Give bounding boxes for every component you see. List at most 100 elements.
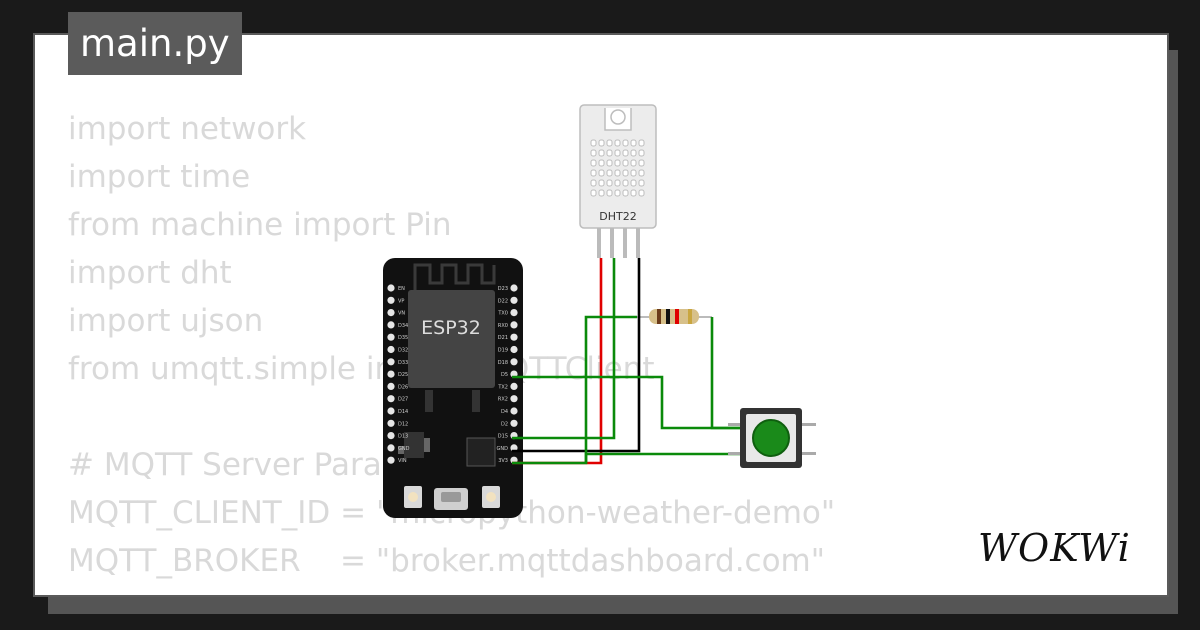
pin-hole bbox=[387, 296, 395, 304]
module-pad bbox=[425, 390, 433, 412]
pin-label: D5 bbox=[501, 372, 508, 378]
grille-slot bbox=[638, 149, 645, 157]
module-pad bbox=[472, 390, 480, 412]
grille-slot bbox=[630, 189, 637, 197]
esp32-module bbox=[408, 290, 495, 388]
grille-slot bbox=[614, 169, 621, 177]
pin-label: D19 bbox=[498, 348, 508, 354]
pin-label: D23 bbox=[498, 286, 508, 292]
grille-slot bbox=[614, 189, 621, 197]
esp32-board[interactable]: ESP32 ENVPVND34D35D32D33D25D26D27D14D12D… bbox=[383, 258, 523, 518]
resistor[interactable] bbox=[637, 309, 712, 324]
pin-hole bbox=[510, 395, 518, 403]
pin-label: D12 bbox=[398, 421, 408, 427]
grille-slot bbox=[614, 159, 621, 167]
grille-slot bbox=[622, 159, 629, 167]
pin-label: EN bbox=[398, 286, 405, 292]
wire-gnd bbox=[512, 258, 641, 453]
grille-slot bbox=[598, 149, 605, 157]
wires bbox=[512, 258, 740, 465]
pin-label: VN bbox=[398, 311, 405, 317]
grille-slot bbox=[598, 169, 605, 177]
grille-slot bbox=[590, 189, 597, 197]
wire-pullup bbox=[584, 315, 637, 463]
push-button[interactable] bbox=[728, 408, 816, 468]
pin-hole bbox=[387, 407, 395, 415]
grille-slot bbox=[614, 139, 621, 147]
resistor-body bbox=[649, 309, 699, 324]
pin-label: VP bbox=[398, 298, 404, 304]
grille-slot bbox=[598, 139, 605, 147]
pin-hole bbox=[510, 419, 518, 427]
grille-slot bbox=[590, 139, 597, 147]
grille-slot bbox=[638, 189, 645, 197]
pin-hole bbox=[387, 456, 395, 464]
pin-label: TX0 bbox=[497, 311, 508, 317]
grille-slot bbox=[622, 179, 629, 187]
pin-label: D13 bbox=[398, 434, 408, 440]
dht22-sensor[interactable]: DHT22 bbox=[579, 104, 657, 258]
pin-label: D25 bbox=[398, 372, 408, 378]
pin-label: D26 bbox=[398, 384, 408, 390]
pin-hole bbox=[387, 358, 395, 366]
pin-hole bbox=[387, 284, 395, 292]
pin-hole bbox=[387, 345, 395, 354]
pin-hole bbox=[510, 321, 518, 329]
pin-label: D4 bbox=[501, 409, 508, 415]
left-pin-header: ENVPVND34D35D32D33D25D26D27D14D12D13GNDV… bbox=[387, 284, 410, 464]
pin-hole bbox=[387, 309, 395, 317]
grille-slot bbox=[606, 179, 613, 187]
pin-label: D34 bbox=[398, 323, 408, 329]
pin-label: GND bbox=[497, 446, 509, 452]
code-line: import network bbox=[68, 111, 307, 147]
wokwi-logo: WOKWi bbox=[978, 526, 1131, 570]
grille-slot bbox=[630, 139, 637, 147]
pin-label: 3V3 bbox=[498, 458, 508, 464]
grille-slot bbox=[606, 159, 613, 167]
wire-vcc bbox=[512, 258, 603, 465]
grille-slot bbox=[638, 179, 645, 187]
pin-hole bbox=[387, 432, 395, 440]
grille-slot bbox=[606, 169, 613, 177]
pin-hole bbox=[510, 382, 518, 390]
grille-slot bbox=[598, 179, 605, 187]
grille-slot bbox=[590, 159, 597, 167]
pin-hole bbox=[387, 382, 395, 390]
grille-slot bbox=[638, 139, 645, 147]
code-line: import ujson bbox=[68, 303, 264, 339]
pin-label: VIN bbox=[398, 458, 407, 464]
file-tab[interactable]: main.py bbox=[68, 12, 242, 75]
pin-label: RX2 bbox=[498, 397, 508, 403]
grille-slot bbox=[638, 169, 645, 177]
grille-slot bbox=[622, 139, 629, 147]
code-line: import dht bbox=[68, 255, 232, 291]
pin-label: D27 bbox=[398, 397, 408, 403]
pin-label: D2 bbox=[501, 421, 508, 427]
pin-hole bbox=[510, 358, 518, 366]
grille-slot bbox=[614, 149, 621, 157]
grille-slot bbox=[630, 169, 637, 177]
pin-label: D15 bbox=[498, 434, 508, 440]
grille-slot bbox=[630, 149, 637, 157]
pin-hole bbox=[387, 370, 395, 378]
grille-slot bbox=[622, 189, 629, 197]
pin-hole bbox=[387, 395, 395, 403]
grille-slot bbox=[590, 149, 597, 157]
pin-label: TX2 bbox=[497, 384, 508, 390]
pin-hole bbox=[510, 296, 518, 304]
grille-slot bbox=[606, 149, 613, 157]
pin-label: RX0 bbox=[498, 323, 508, 329]
pin-hole bbox=[387, 321, 395, 329]
grille-slot bbox=[630, 159, 637, 167]
wire-button-gnd bbox=[512, 452, 740, 465]
wire-data bbox=[512, 258, 616, 440]
regulator-chip bbox=[404, 432, 424, 458]
pin-label: D21 bbox=[498, 335, 508, 341]
wire-resistor-button bbox=[710, 317, 740, 430]
grille-slot bbox=[622, 149, 629, 157]
pin-hole bbox=[510, 345, 518, 354]
grille-slot bbox=[630, 179, 637, 187]
pin-hole bbox=[510, 309, 518, 317]
